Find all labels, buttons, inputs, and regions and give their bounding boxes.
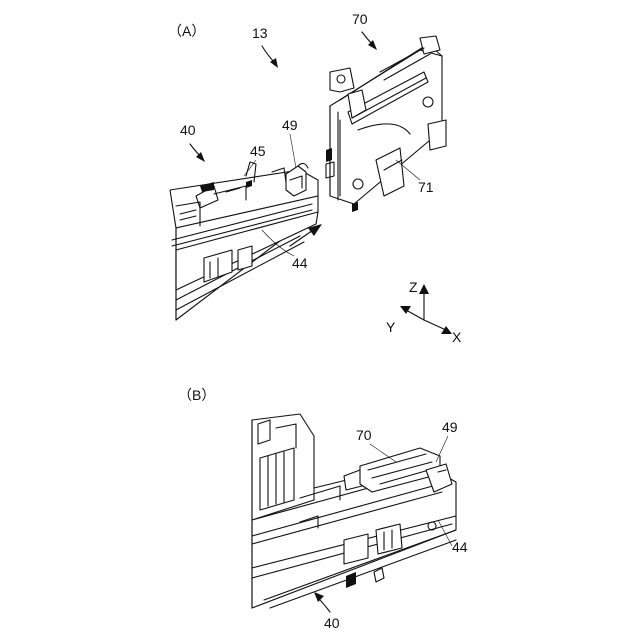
label-45: 45 (250, 143, 266, 159)
y-axis-label: Y (386, 319, 396, 335)
label-70-a: 70 (352, 11, 368, 27)
x-axis-line (424, 320, 446, 330)
leader-49-a (290, 134, 296, 168)
arrowhead-40-b (314, 592, 324, 602)
panel-b-caption: （B） (178, 387, 215, 403)
label-49-a: 49 (282, 117, 298, 133)
panel-a: （A） 13 70 40 45 49 (168, 11, 446, 320)
panel-b: （B） (178, 387, 468, 631)
assembled-drawing (252, 414, 456, 608)
label-49-b: 49 (442, 419, 458, 435)
z-axis-label: Z (409, 279, 418, 295)
x-axis-label: X (452, 329, 462, 345)
label-70-b: 70 (356, 427, 372, 443)
z-axis-arrowhead (419, 284, 429, 294)
panel-a-caption: （A） (168, 23, 205, 39)
label-40-b: 40 (324, 615, 340, 631)
label-13: 13 (252, 25, 268, 41)
label-71: 71 (418, 179, 434, 195)
frame-40-drawing (170, 162, 318, 320)
label-40-a: 40 (180, 122, 196, 138)
label-44-b: 44 (452, 539, 468, 555)
leader-49-b (436, 436, 448, 462)
y-axis-line (406, 310, 424, 320)
x-axis-arrowhead (441, 326, 452, 334)
axis-triad: Z Y X (386, 279, 462, 345)
y-axis-arrowhead (400, 306, 411, 314)
label-44-a: 44 (292, 255, 308, 271)
